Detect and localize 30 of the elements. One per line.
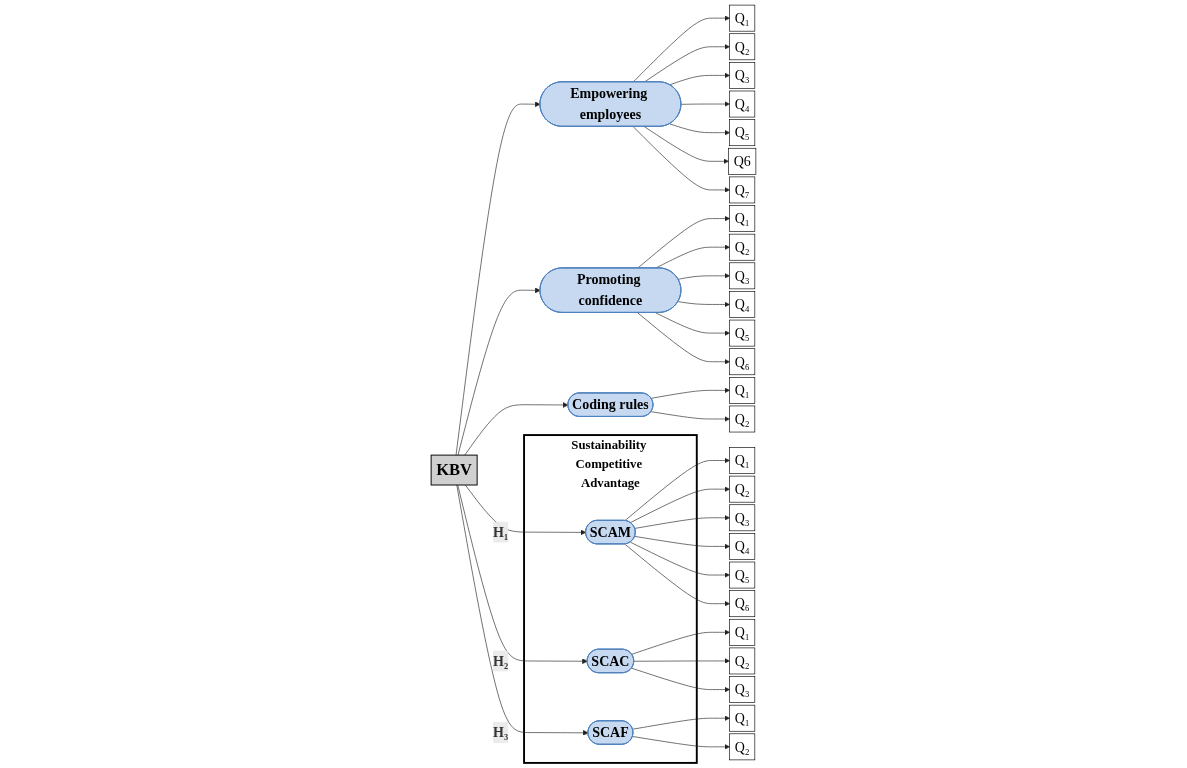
node-box: Q₆ bbox=[729, 590, 756, 618]
node-box: Q₇ bbox=[729, 176, 756, 204]
node-box: Q₂ bbox=[729, 647, 756, 675]
node-box: Q₅ bbox=[729, 119, 756, 147]
node-box: Q₃ bbox=[729, 62, 756, 89]
node-box: Q₃ bbox=[729, 262, 756, 290]
node-box: Q₆ bbox=[729, 348, 756, 376]
node-box: Q₁ bbox=[729, 704, 756, 732]
node-box: Q₃ bbox=[729, 676, 756, 703]
node-box: Q₁ bbox=[729, 4, 756, 32]
node-box: Q6 bbox=[728, 147, 757, 175]
node-box: Q₁ bbox=[729, 618, 756, 646]
node-box: Q₄ bbox=[729, 291, 756, 318]
node-box: Q₂ bbox=[729, 733, 756, 761]
edge-label: H₁ bbox=[493, 524, 509, 541]
node-box: Q₁ bbox=[729, 377, 756, 404]
node-box: Q₂ bbox=[729, 475, 756, 503]
node-box: Q₂ bbox=[729, 33, 756, 61]
node-box: Q₁ bbox=[729, 205, 756, 232]
node-box: Q₄ bbox=[729, 533, 756, 560]
node-box: Q₁ bbox=[729, 447, 756, 474]
edge-label: H₃ bbox=[493, 724, 509, 741]
node-box: Q₅ bbox=[729, 561, 756, 589]
node-box: KBV bbox=[430, 454, 478, 486]
node-box: Q₄ bbox=[729, 90, 756, 118]
node-box: Q₂ bbox=[729, 233, 756, 261]
node-box: Q₅ bbox=[729, 319, 756, 347]
node-box: Q₃ bbox=[729, 504, 756, 532]
edge-label: H₂ bbox=[493, 652, 509, 669]
node-box: Q₂ bbox=[729, 405, 756, 433]
